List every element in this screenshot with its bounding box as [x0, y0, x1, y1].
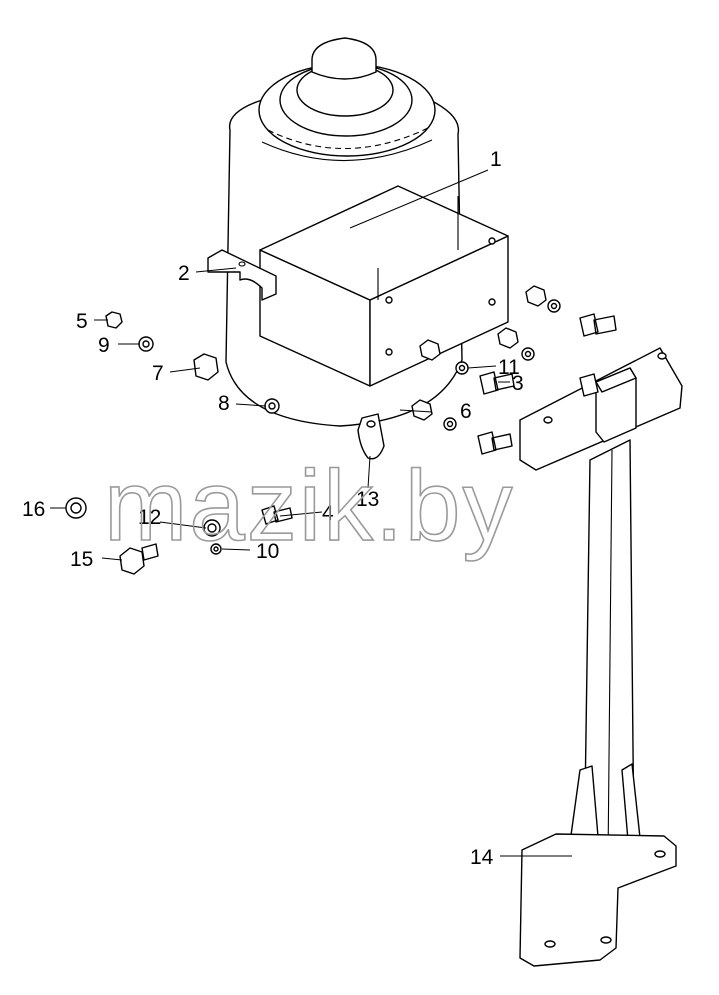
callout-9: 9 — [98, 334, 110, 357]
callout-labels: 1 2 3 4 5 6 7 8 9 10 11 12 13 14 15 16 — [22, 148, 524, 869]
callout-12: 12 — [138, 506, 161, 529]
bolt-part-3 — [479, 371, 515, 395]
stand-part-14 — [519, 347, 683, 967]
callout-5: 5 — [76, 310, 88, 333]
watermark: mazik.by — [104, 450, 515, 562]
callout-15: 15 — [70, 548, 93, 571]
fasteners — [65, 285, 617, 575]
callout-3: 3 — [512, 372, 524, 395]
callout-10: 10 — [256, 540, 279, 563]
callout-14: 14 — [470, 846, 494, 869]
callout-6: 6 — [460, 400, 472, 423]
callout-4: 4 — [322, 502, 334, 525]
nut-part-5 — [105, 311, 123, 329]
nut-part-6 — [411, 399, 433, 421]
bolt-part-15 — [119, 543, 159, 575]
callout-2: 2 — [178, 262, 190, 285]
callout-8: 8 — [218, 392, 230, 415]
lug-part-13 — [357, 413, 385, 460]
callout-13: 13 — [356, 488, 379, 511]
leader-lines — [50, 169, 572, 857]
tank-bracket — [259, 185, 509, 387]
clamp-part-2 — [207, 249, 277, 301]
callout-1: 1 — [490, 148, 502, 171]
callout-11: 11 — [498, 356, 520, 379]
callout-16: 16 — [22, 498, 45, 521]
callout-7: 7 — [152, 362, 164, 385]
nut-part-7 — [193, 353, 219, 381]
bolt-part-4 — [261, 505, 293, 525]
